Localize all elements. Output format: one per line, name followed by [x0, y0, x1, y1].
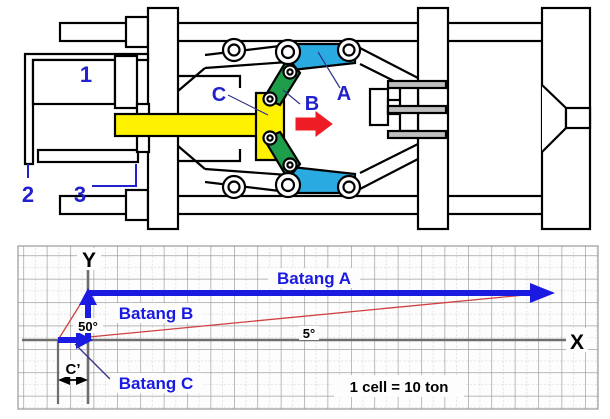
machine-callout-2: 2 — [22, 182, 34, 207]
fixed-platen-core — [564, 106, 592, 130]
angle-label-5: 5° — [303, 326, 315, 341]
label-bg-batang-c — [110, 373, 202, 393]
machine-callout-1: 1 — [80, 62, 92, 87]
pivot-pin-knuckle-lower-inner — [280, 177, 296, 193]
callout-leader-b — [282, 89, 301, 105]
machine-link-label-a: A — [337, 83, 351, 105]
pivot-pin-link-b-lower-bot-inner — [286, 161, 294, 169]
platen-arm-lower — [359, 158, 419, 190]
ejector-plate — [368, 87, 390, 127]
pivot-pin-outer-upper-right-inner — [342, 43, 356, 57]
axis-label-y: Y — [82, 249, 96, 272]
callout-leader-3 — [92, 164, 137, 187]
toggle-arm-upper-rear2 — [204, 60, 289, 70]
rear-platen-wedge-lower — [177, 145, 206, 170]
toggle-arm-lower-rear — [204, 180, 289, 194]
plot-border — [17, 245, 599, 410]
label-bg-cprime — [60, 360, 86, 377]
label-bg-scale-note — [334, 375, 464, 397]
vector-label-batang-a: Batang A — [277, 269, 351, 288]
rear-platen-frame-lower — [178, 149, 242, 163]
tie-bar-top-right — [168, 21, 422, 43]
cylinder-piston — [113, 54, 139, 110]
label-bg-batang-b — [110, 303, 202, 323]
machine-link-label-b: B — [305, 93, 319, 115]
tie-bar-bottom-far-right — [438, 194, 552, 216]
vector-label-batang-c: Batang C — [119, 374, 194, 393]
vector-diagram-svg: Y X Batang A Batang B Batang C 50° 5° C’… — [17, 245, 599, 410]
axis-label-x: X — [570, 331, 584, 354]
cylinder-base-plate — [36, 148, 140, 164]
label-bg-angle-5 — [299, 326, 319, 340]
tie-bar-nut-bottom-left — [124, 188, 150, 222]
tie-bar-stub-mid — [386, 104, 448, 115]
label-bg-y-axis — [77, 248, 101, 270]
pivot-pin-outer-lower-right-inner — [342, 180, 356, 194]
pivot-pin-outer-upper-left-inner — [227, 43, 241, 57]
pivot-pin-knuckle-upper-inner — [280, 44, 296, 60]
motion-arrow — [295, 111, 333, 137]
vector-batang-a — [88, 283, 555, 303]
callout-leader-a — [317, 51, 341, 89]
machine-link-label-c: C — [212, 84, 226, 106]
tie-bar-bottom-right — [168, 194, 422, 216]
rear-platen-frame-upper — [178, 74, 242, 88]
label-bg-x-axis — [566, 328, 588, 352]
moving-platen — [416, 6, 450, 231]
toggle-arm-upper-rear — [204, 43, 289, 57]
dimension-cprime — [58, 375, 88, 385]
pivot-pin-crosshead-lower-inner — [266, 134, 274, 142]
force-vector-diagram-panel: Y X Batang A Batang B Batang C 50° 5° C’… — [0, 232, 610, 419]
angle-label-50: 50° — [78, 319, 98, 334]
tie-bar-stub-upper — [386, 79, 448, 90]
platen-arm-upper — [359, 47, 419, 79]
dimension-label-cprime: C’ — [66, 361, 81, 378]
pivot-pin-link-b-upper-top-inner — [286, 68, 294, 76]
resultant-line — [57, 292, 546, 341]
label-bg-angle-50 — [73, 318, 103, 333]
vector-label-batang-b: Batang B — [119, 304, 194, 323]
cylinder-body — [31, 58, 117, 106]
piston-rod — [113, 112, 263, 138]
machine-diagram-svg: 1 2 3 A B C — [22, 6, 592, 231]
vector-batang-c — [58, 331, 93, 349]
tie-bar-stub-lower — [386, 129, 448, 140]
platen-arm-lower2 — [359, 143, 419, 174]
rear-platen-wedge-upper — [177, 67, 206, 92]
pivot-pin-outer-lower-left-inner — [227, 180, 241, 194]
machine-cross-section-panel: 1 2 3 A B C — [22, 6, 592, 231]
callout-leader-c — [227, 94, 269, 116]
label-bg-batang-a — [268, 268, 360, 288]
pivot-pin-crosshead-upper-inner — [266, 95, 274, 103]
tie-bar-nut-top-left — [124, 15, 150, 49]
batang-c-leader — [74, 343, 111, 380]
toggle-arm-lower-rear2 — [204, 167, 289, 177]
tie-bar-top-far-right — [438, 21, 552, 43]
scale-note: 1 cell = 10 ton — [350, 379, 449, 396]
machine-callout-3: 3 — [74, 182, 86, 207]
